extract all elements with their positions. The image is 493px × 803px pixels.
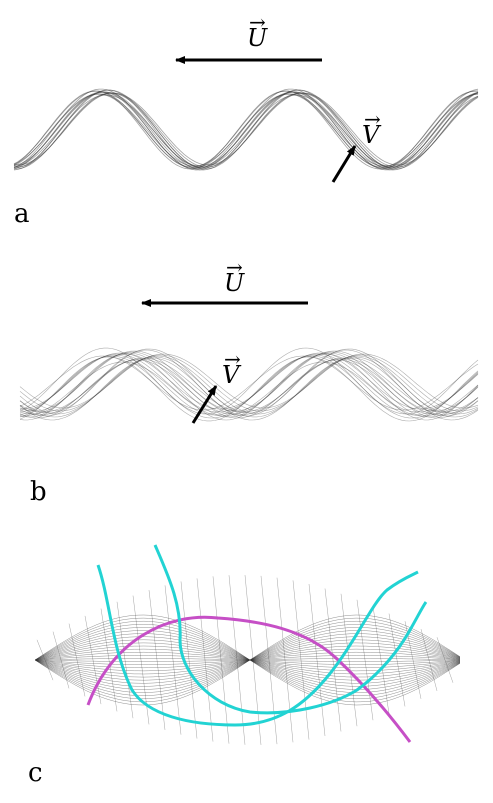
strand <box>20 352 478 414</box>
v-vector-bar-a: → <box>364 107 381 131</box>
mesh-line <box>293 580 309 739</box>
strand <box>20 354 478 408</box>
strand-bundle-a <box>14 89 478 170</box>
mesh-c <box>35 575 460 745</box>
u-vector-bar-b: → <box>226 255 243 279</box>
u-vector-bar-a: → <box>249 10 266 34</box>
panel-label-b: b <box>30 477 47 507</box>
strand <box>20 354 478 412</box>
mesh-line <box>277 578 293 743</box>
v-vector-bar-b: → <box>224 347 241 371</box>
strand <box>20 348 478 414</box>
strand-bundle-b <box>20 348 478 421</box>
mesh-line <box>437 637 453 682</box>
panel-label-c: c <box>28 758 43 788</box>
mesh-line <box>341 594 357 726</box>
strand <box>20 358 478 412</box>
mesh-line <box>309 584 325 736</box>
panel-c: c <box>28 545 460 788</box>
mesh-line <box>421 629 437 691</box>
panel-label-a: a <box>14 199 30 229</box>
strand <box>20 350 478 416</box>
mesh-line <box>213 576 229 743</box>
strand <box>20 351 478 411</box>
panel-a: U → V → a <box>14 10 478 229</box>
mesh-line <box>69 624 85 697</box>
v-arrow-a <box>333 146 355 182</box>
mesh-line <box>197 578 213 741</box>
panel-b: U → V → b <box>20 255 478 507</box>
